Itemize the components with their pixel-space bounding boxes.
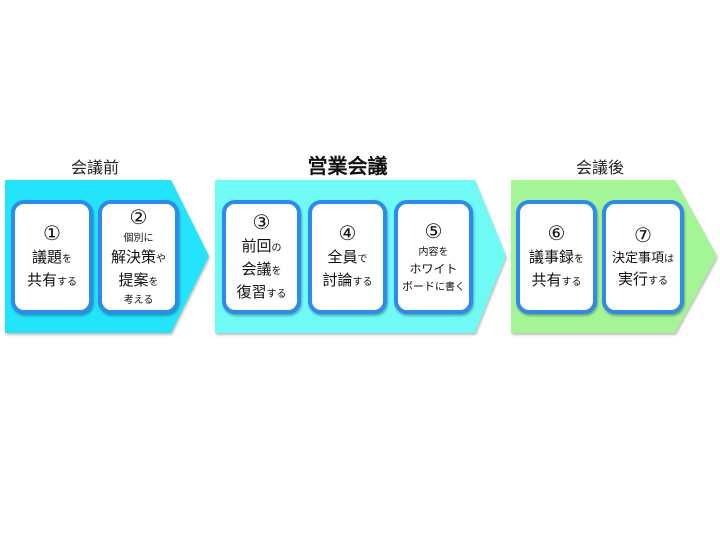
text-small: する [561, 277, 582, 288]
step-number: ④ [338, 221, 357, 245]
text: 共有 [531, 271, 562, 289]
text: 実行 [617, 269, 648, 288]
text: 解決策 [110, 248, 156, 266]
text-small: する [57, 277, 77, 288]
text-small: 考える [123, 295, 154, 306]
text-small: に書く [435, 281, 465, 293]
text: ボード [402, 279, 435, 293]
step-card-4: ④ 全員で 討論する [308, 200, 387, 314]
text: 議題 [31, 248, 62, 266]
text-small: を [62, 254, 72, 265]
text: 提案 [118, 271, 149, 289]
step-number: ③ [252, 209, 271, 234]
section-label-after: 会議後 [575, 158, 624, 177]
text-small: は [664, 253, 674, 265]
step-card-6: ⑥ 議事録を 共有する [516, 200, 597, 314]
step-card-7: ⑦ 決定事項は 実行する [602, 200, 684, 314]
step-card-3: ③ 前回の 会議を 復習する [222, 200, 301, 314]
step-card-5: ⑤ 内容を ホワイト ボードに書く [394, 200, 473, 314]
text-small: の [271, 242, 282, 254]
text: ホワイト [409, 261, 458, 276]
step-number: ① [43, 221, 61, 245]
text-small: を [574, 254, 584, 265]
page-title: 営業会議 [307, 154, 388, 178]
text-small: や [156, 254, 166, 265]
step-number: ⑥ [547, 221, 566, 245]
text: 決定事項 [611, 250, 664, 266]
step-number: ⑤ [424, 218, 443, 243]
text-small: を [148, 277, 159, 288]
step-card-2: ② 個別に 解決策や 提案を 考える [98, 200, 179, 314]
step-number: ② [129, 205, 148, 229]
text-small: する [352, 277, 373, 288]
text: 議事録 [528, 248, 574, 266]
section-label-before: 会議前 [70, 158, 119, 177]
text-small: 内容を [418, 246, 449, 258]
step-number: ⑦ [634, 222, 652, 247]
text: 復習 [236, 282, 267, 301]
text-small: 個別に [123, 233, 154, 244]
text: 共有 [26, 271, 57, 289]
step-card-1: ① 議題を 共有する [11, 200, 93, 314]
text: 前回 [241, 236, 272, 255]
text-small: で [357, 254, 368, 265]
text-small: を [271, 265, 282, 277]
text-small: する [266, 288, 287, 300]
text-small: する [648, 275, 668, 287]
text: 全員 [327, 248, 358, 266]
text: 会議 [241, 259, 272, 278]
text: 討論 [322, 271, 353, 289]
